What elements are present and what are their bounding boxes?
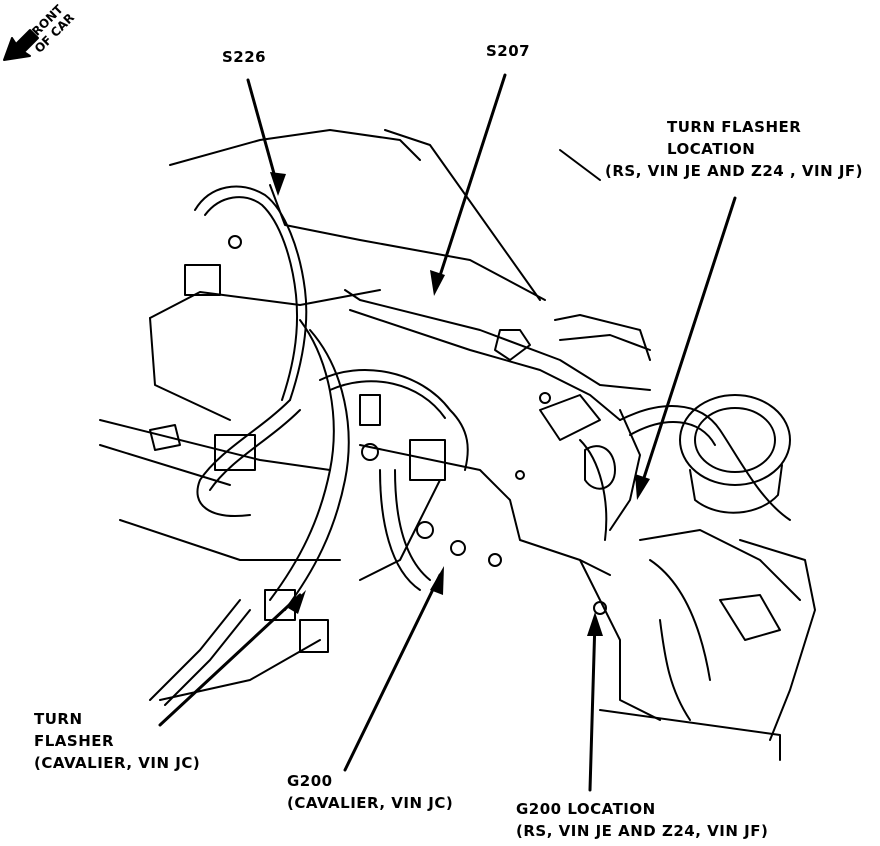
front-of-car-indicator: FRONT OF CAR [0,2,110,82]
leader-lines [158,73,737,792]
label-turn-flasher-cavalier: TURN FLASHER (CAVALIER, VIN JC) [34,708,200,774]
leader-g200-cavalier [343,573,442,772]
leader-s226 [246,78,280,190]
label-turn-flasher-location: TURN FLASHER LOCATION (RS, VIN JE AND Z2… [605,116,863,182]
g200-cavalier-line-1: G200 [287,772,333,790]
label-g200-cavalier: G200 (CAVALIER, VIN JC) [287,770,453,814]
turn-flasher-location-line-2: LOCATION [667,140,756,158]
dashboard-outline [99,129,816,761]
label-g200-location: G200 LOCATION (RS, VIN JE AND Z24, VIN J… [516,798,768,842]
g200-location-line-2: (RS, VIN JE AND Z24, VIN JF) [516,822,769,840]
label-s226: S226 [222,48,267,66]
leader-s207 [434,73,507,290]
turn-flasher-cavalier-line-2: FLASHER [34,732,115,750]
turn-flasher-location-line-1: TURN FLASHER [667,118,802,136]
g200-cavalier-line-2: (CAVALIER, VIN JC) [287,794,454,812]
label-s207: S207 [486,42,531,60]
turn-flasher-cavalier-line-3: (CAVALIER, VIN JC) [34,754,201,772]
leader-g200-location [588,618,597,792]
wire-harness [149,185,791,721]
g200-location-line-1: G200 LOCATION [516,800,656,818]
turn-flasher-location-line-3: (RS, VIN JE AND Z24 , VIN JF) [605,162,864,180]
leader-turn-flasher-cavalier [158,593,302,727]
turn-flasher-cavalier-line-1: TURN [34,710,83,728]
front-arrow-icon [3,29,39,61]
leader-turn-flasher-location [638,196,737,492]
arrow-heads [270,172,650,636]
